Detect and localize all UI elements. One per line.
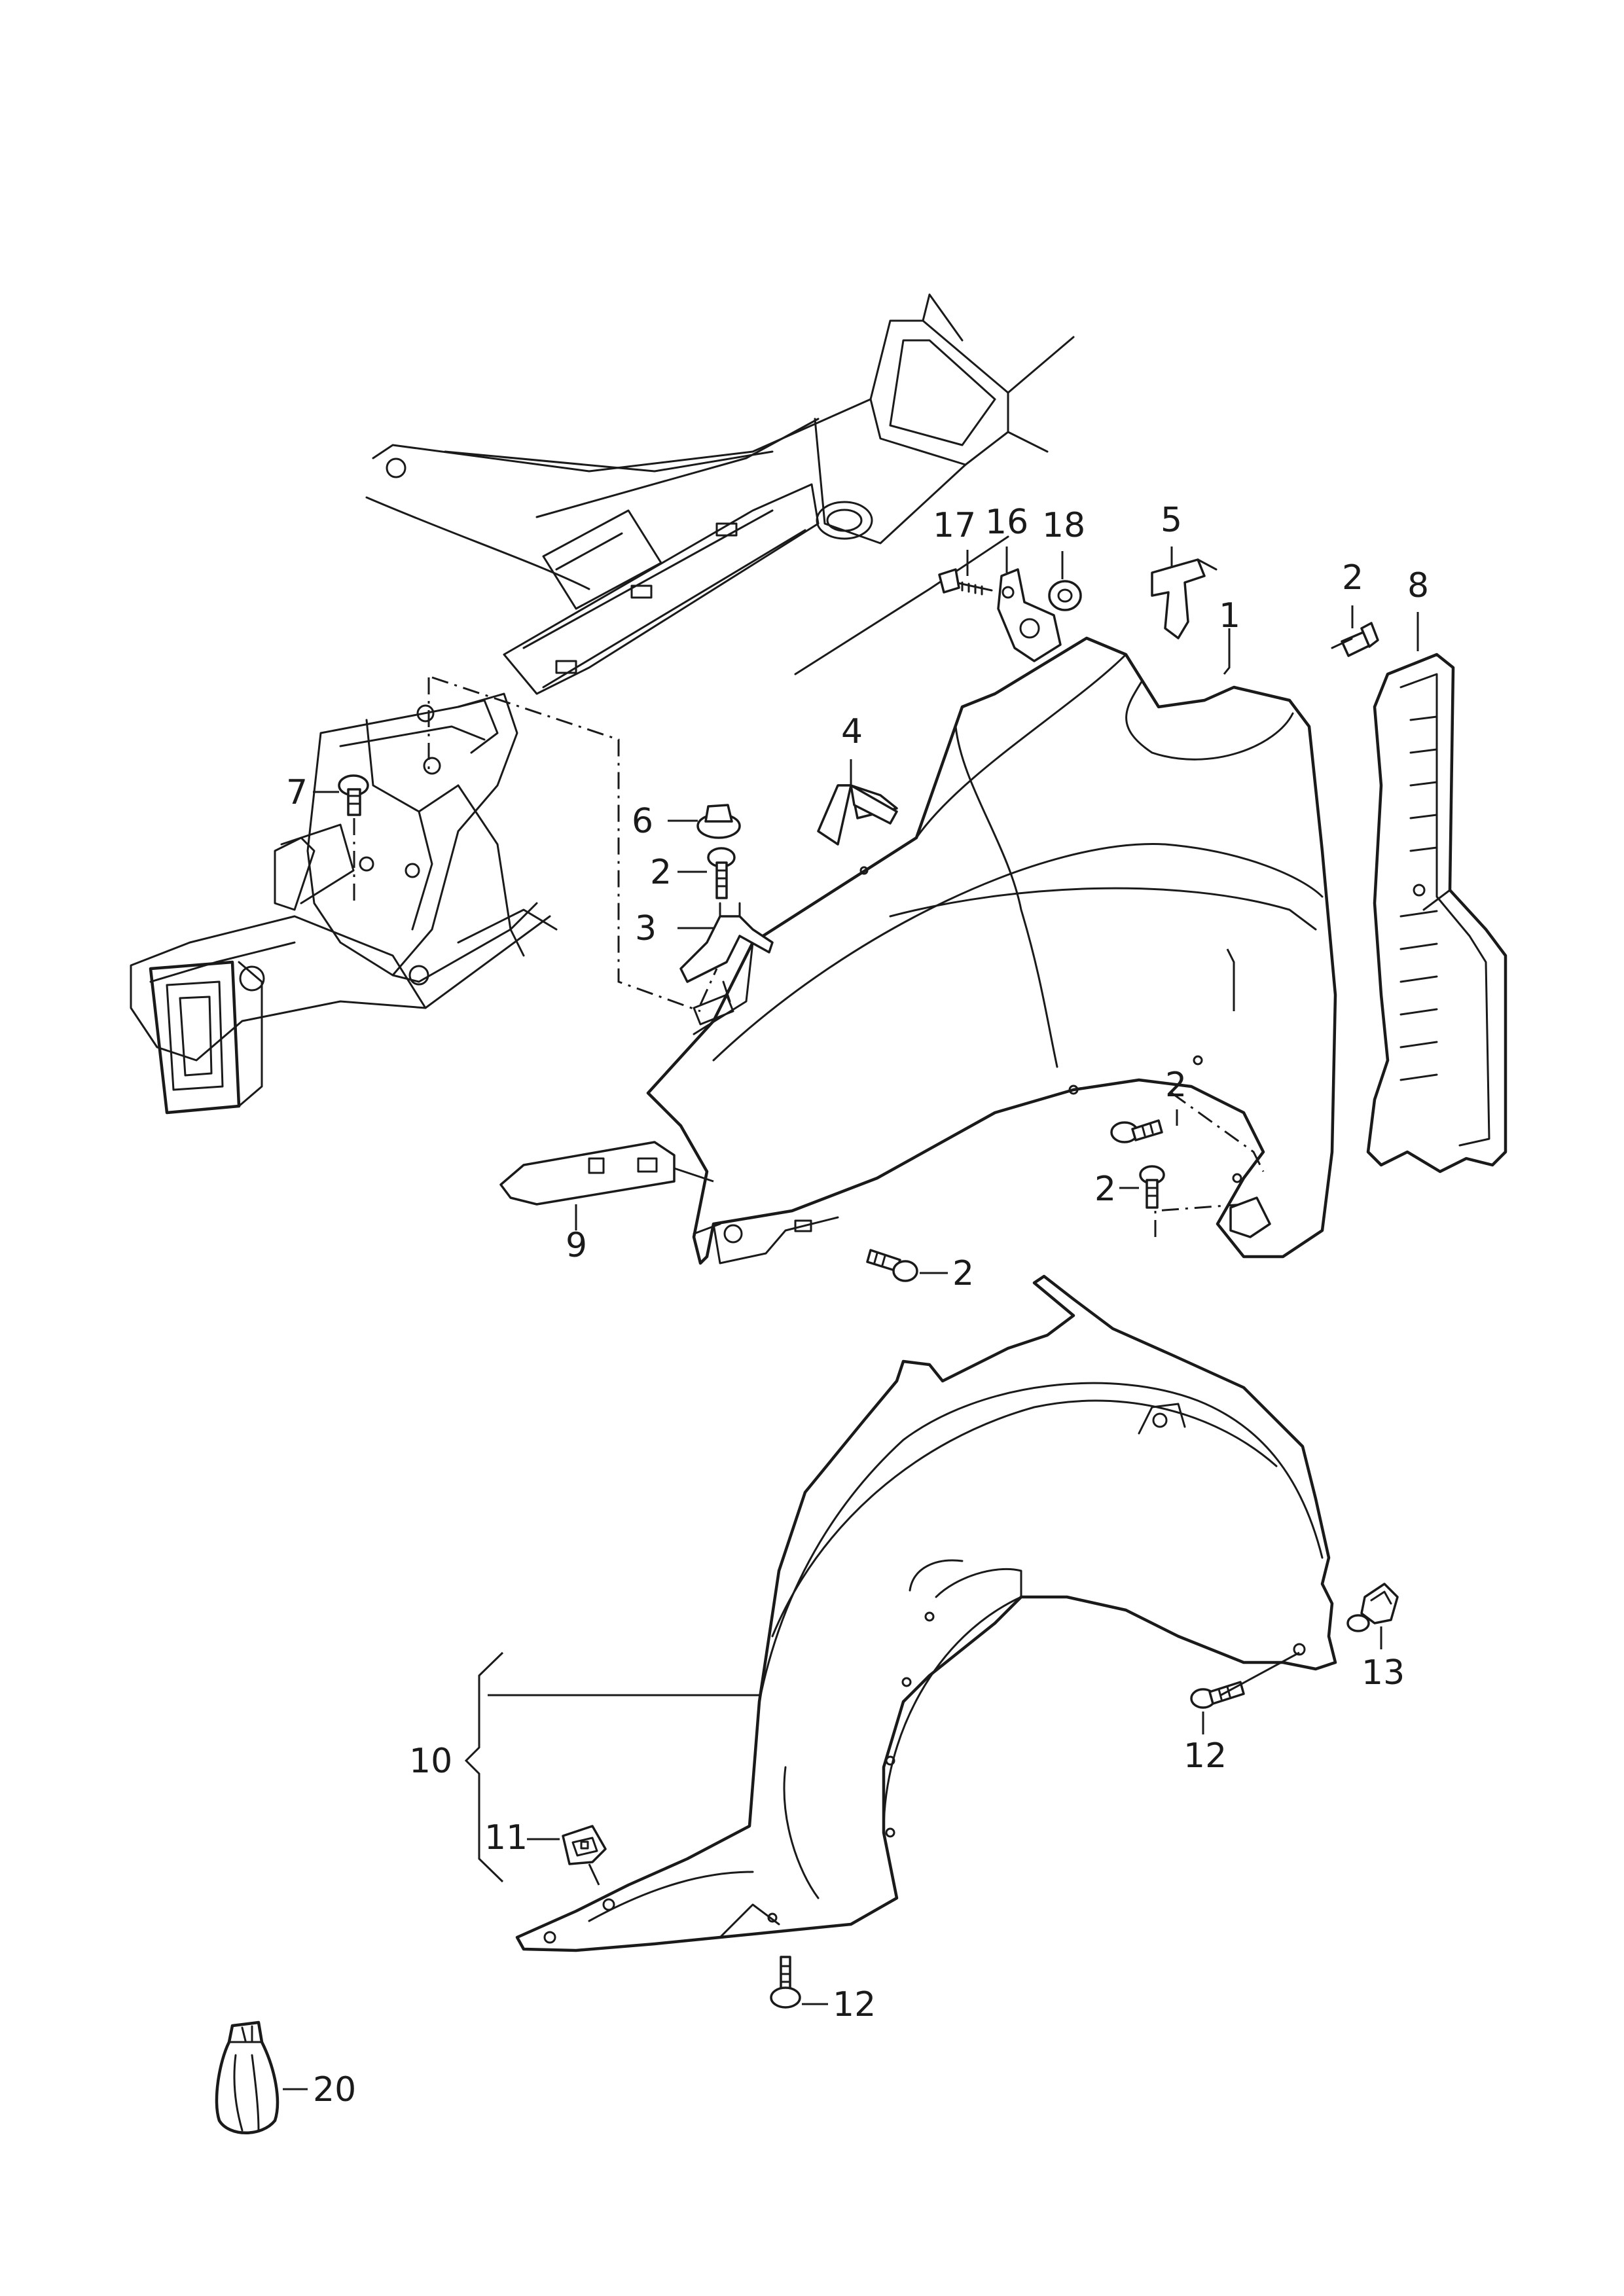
callout-labels: 1 17 16 18 5 2 8 4 6 2 3 7 9 2 2 2 13 12… bbox=[286, 501, 1429, 2109]
callout-20: 20 bbox=[313, 2070, 356, 2109]
fender-lower-bracket bbox=[1229, 1196, 1271, 1238]
bolt-2-center bbox=[707, 847, 736, 899]
clip-11 bbox=[562, 1825, 607, 1865]
callout-8: 8 bbox=[1407, 566, 1429, 605]
callout-1: 1 bbox=[1219, 596, 1240, 636]
callout-11: 11 bbox=[484, 1818, 528, 1857]
clip-13 bbox=[1346, 1583, 1399, 1632]
front-fender bbox=[646, 636, 1337, 1265]
callout-12-bottom: 12 bbox=[833, 1985, 876, 2024]
callout-13: 13 bbox=[1362, 1653, 1405, 1693]
callout-16: 16 bbox=[985, 503, 1028, 542]
bolt-2-bottom bbox=[866, 1249, 918, 1282]
callout-2-top-right: 2 bbox=[1342, 558, 1363, 598]
bracket-5 bbox=[1151, 558, 1218, 639]
assembly-lines bbox=[427, 676, 1265, 1237]
callout-2-arch-upper: 2 bbox=[1165, 1066, 1187, 1105]
callout-2-bottom: 2 bbox=[952, 1254, 974, 1293]
bolt-2-arch-lower bbox=[1139, 1165, 1165, 1209]
callout-5: 5 bbox=[1161, 501, 1182, 540]
nut-18 bbox=[1048, 580, 1082, 611]
callout-6: 6 bbox=[632, 802, 653, 841]
bolt-2-arch-upper bbox=[1110, 1119, 1163, 1143]
callout-17: 17 bbox=[933, 506, 976, 545]
nut-6 bbox=[696, 804, 741, 839]
bolt-2-right bbox=[1331, 622, 1379, 657]
callout-9: 9 bbox=[566, 1226, 587, 1265]
bracket-16 bbox=[997, 568, 1062, 662]
callout-18: 18 bbox=[1042, 506, 1085, 545]
bracket-4 bbox=[817, 784, 898, 846]
bolt-17 bbox=[938, 568, 993, 596]
bolt-12-bottom bbox=[770, 1956, 801, 2009]
bolt-7 bbox=[338, 774, 369, 903]
seal-8 bbox=[1366, 653, 1507, 1174]
wheel-housing-liner bbox=[515, 1274, 1337, 1952]
callout-3: 3 bbox=[635, 909, 657, 948]
callout-2-center: 2 bbox=[650, 853, 672, 892]
callout-7: 7 bbox=[286, 773, 308, 812]
callout-10: 10 bbox=[409, 1742, 452, 1781]
callout-4: 4 bbox=[841, 712, 863, 751]
callout-12-right: 12 bbox=[1183, 1736, 1227, 1776]
callout-2-arch-lower: 2 bbox=[1094, 1170, 1116, 1209]
body-structure-drawing bbox=[130, 293, 1075, 1115]
bracket-3 bbox=[679, 902, 774, 983]
strip-9 bbox=[499, 1141, 676, 1206]
leader-lines bbox=[283, 547, 1419, 2090]
bag-20 bbox=[215, 2020, 280, 2134]
